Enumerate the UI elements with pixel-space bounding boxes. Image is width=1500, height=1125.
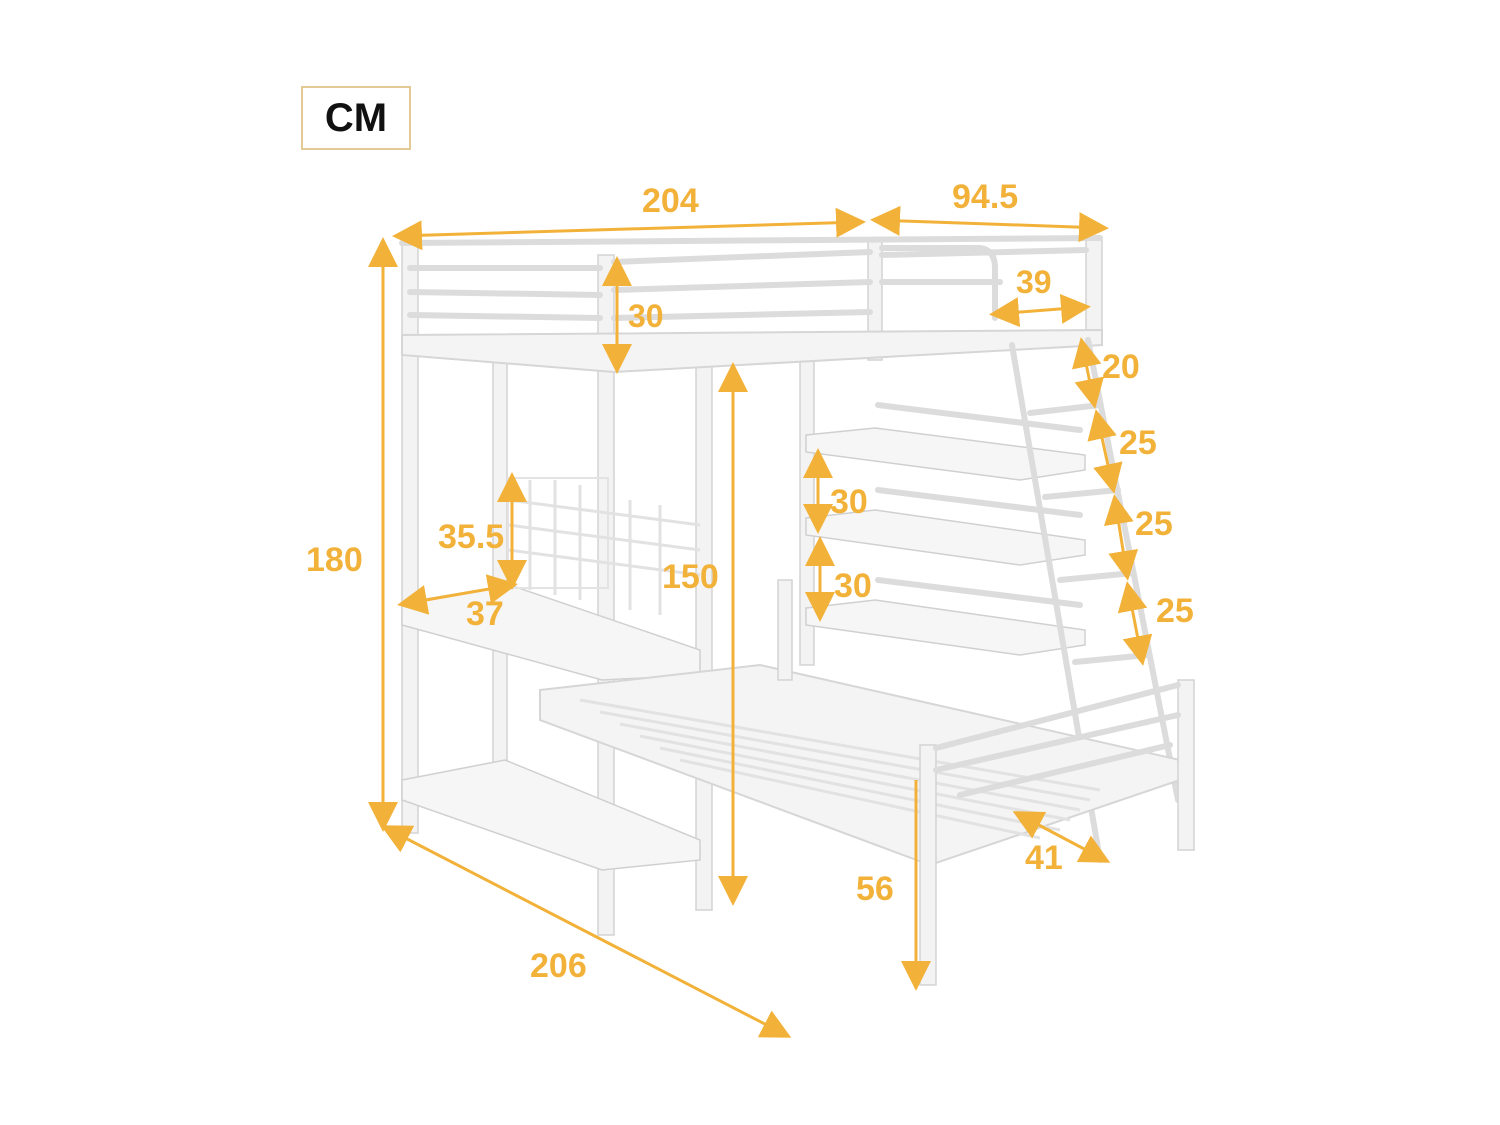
dim-ladder-step-1: 25 <box>1119 424 1157 462</box>
dim-overall-depth: 206 <box>530 947 587 985</box>
dim-ladder-step-2: 25 <box>1135 505 1173 543</box>
dim-lower-bed-height: 56 <box>856 870 894 908</box>
dim-guardrail-opening: 39 <box>1016 264 1052 300</box>
bookshelf <box>805 402 1086 656</box>
dim-guardrail-height: 30 <box>628 298 664 334</box>
dim-overall-length: 204 <box>642 182 699 220</box>
dim-overall-height: 180 <box>306 541 363 579</box>
dim-desk-panel-height: 35.5 <box>438 518 505 556</box>
dim-desk-depth: 37 <box>466 595 504 633</box>
dim-shelf-spacing-top: 30 <box>830 483 868 521</box>
dimension-arrows <box>368 205 1153 1038</box>
dim-ladder-top-step: 20 <box>1102 348 1140 386</box>
dim-overall-width: 94.5 <box>952 178 1019 216</box>
unit-label: CM <box>324 95 388 140</box>
dim-ladder-base-depth: 41 <box>1025 839 1063 877</box>
dim-ladder-step-3: 25 <box>1156 592 1194 630</box>
unit-label-box: CM <box>301 86 411 150</box>
dim-under-loft-clearance: 150 <box>662 558 719 596</box>
dim-shelf-spacing-bottom: 30 <box>834 567 872 605</box>
